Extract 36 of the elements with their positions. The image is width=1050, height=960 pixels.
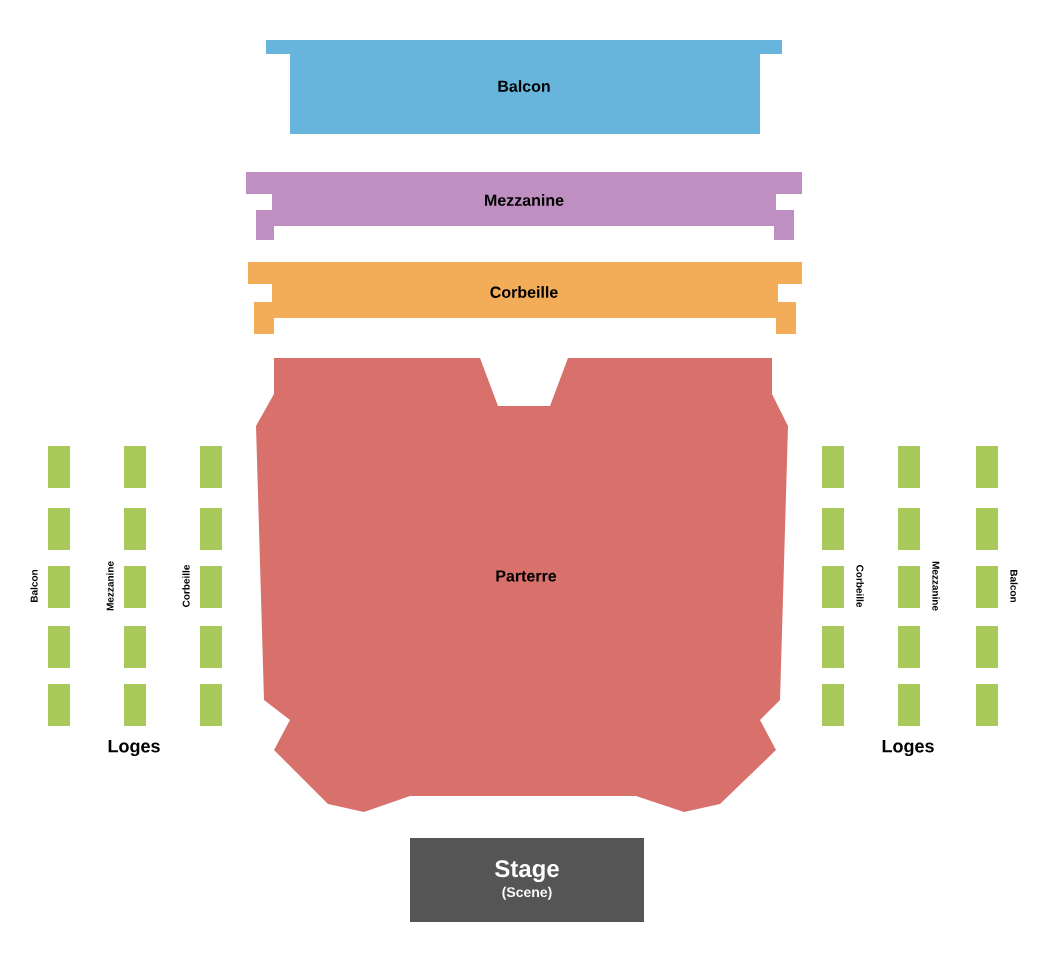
loge-section [48, 508, 70, 550]
seating-section: Parterre [256, 358, 788, 812]
loge-section [124, 566, 146, 608]
loge-section [976, 566, 998, 608]
loge-section [822, 684, 844, 726]
loge-section [124, 684, 146, 726]
loge-section [124, 446, 146, 488]
loge-section [48, 684, 70, 726]
loge-section [898, 446, 920, 488]
loge-section [976, 684, 998, 726]
loge-section [200, 626, 222, 668]
section-label: Loges [882, 739, 934, 757]
loge-section [822, 626, 844, 668]
loge-section [200, 508, 222, 550]
section-label: Loges [108, 739, 160, 757]
seating-section: Corbeille [248, 262, 802, 334]
loge-section [976, 508, 998, 550]
loge-section [898, 684, 920, 726]
loge-section [48, 626, 70, 668]
loge-section [200, 446, 222, 488]
loge-section [48, 446, 70, 488]
loge-section [976, 626, 998, 668]
loge-section [200, 684, 222, 726]
loge-section [898, 508, 920, 550]
loge-section [898, 626, 920, 668]
loge-section [124, 508, 146, 550]
loge-section [124, 626, 146, 668]
loge-section [822, 446, 844, 488]
loge-section [822, 508, 844, 550]
loge-section [822, 566, 844, 608]
loge-section [976, 446, 998, 488]
loge-section [200, 566, 222, 608]
seating-section: Mezzanine [246, 172, 802, 240]
loge-section [898, 566, 920, 608]
seating-section: Balcon [266, 40, 782, 134]
loge-section [48, 566, 70, 608]
